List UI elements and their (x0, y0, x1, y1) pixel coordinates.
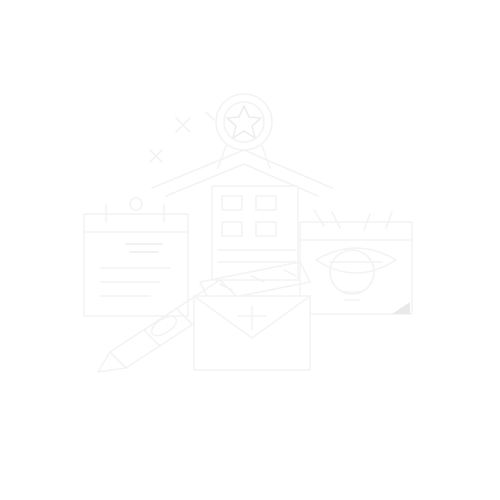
lightbulb-icon (329, 249, 375, 301)
sparkle-icon (149, 111, 215, 163)
house-icon (211, 185, 299, 281)
calendar-icon (83, 197, 189, 317)
star-badge-icon (215, 93, 273, 169)
envelope-icon (193, 295, 311, 371)
banner-card-icon (299, 209, 413, 315)
